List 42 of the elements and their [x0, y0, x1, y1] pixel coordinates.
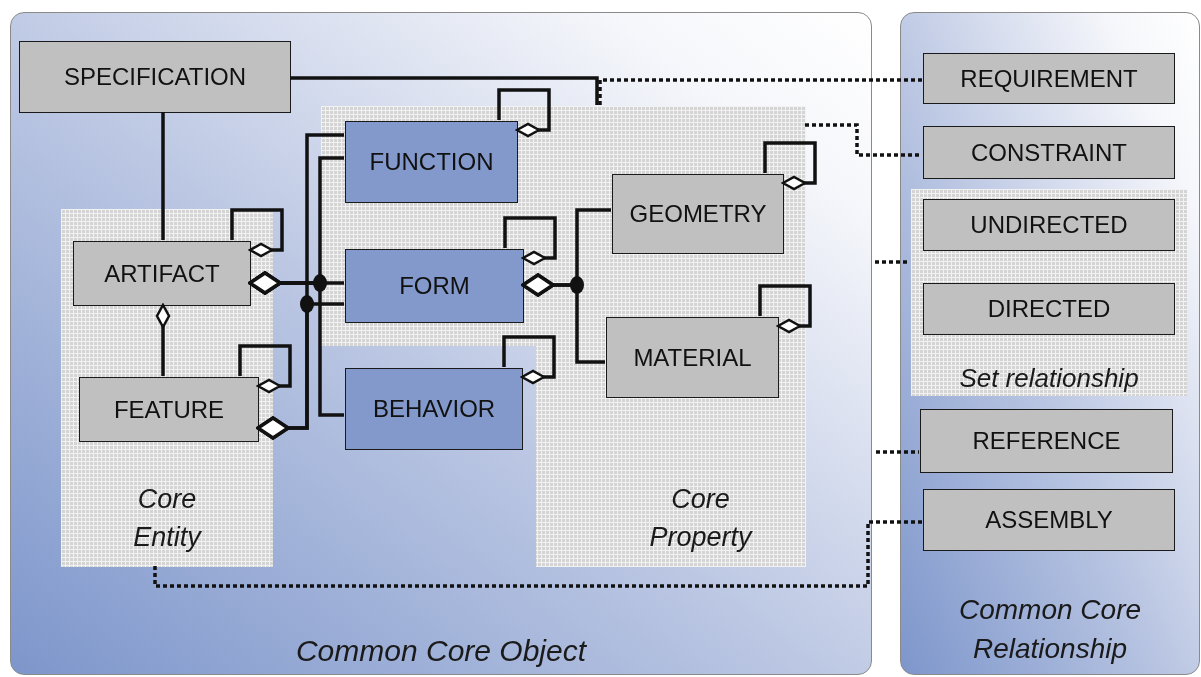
- package-title: Common Core Object: [294, 633, 588, 669]
- self-loop-connector: [238, 344, 292, 394]
- group-title: Core Property: [648, 483, 754, 555]
- class-box: BEHAVIOR: [345, 368, 523, 450]
- class-box: UNDIRECTED: [923, 199, 1175, 251]
- self-loop-connector: [497, 88, 551, 138]
- class-box: FEATURE: [79, 377, 259, 442]
- dotted-connector: [805, 123, 922, 157]
- group-region: [911, 189, 1187, 396]
- class-box: REQUIREMENT: [923, 53, 1175, 104]
- class-box: ARTIFACT: [73, 241, 251, 306]
- package-panel: [10, 12, 872, 675]
- class-box: FORM: [345, 249, 524, 323]
- connector-line: [155, 303, 171, 376]
- self-loop-connector: [230, 208, 284, 258]
- group-title: Set relationship: [958, 361, 1140, 395]
- group-region: [61, 209, 273, 567]
- self-loop-connector: [503, 216, 557, 266]
- dotted-connector: [875, 260, 910, 264]
- class-box: REFERENCE: [920, 409, 1173, 473]
- connector-line: [256, 302, 344, 440]
- group-region: [321, 106, 806, 567]
- class-box: DIRECTED: [923, 283, 1175, 335]
- connector-line: [161, 112, 165, 240]
- self-loop-connector: [758, 284, 812, 334]
- connector-line: [248, 271, 344, 417]
- connector-line: [290, 76, 599, 105]
- class-box: CONSTRAINT: [923, 126, 1175, 179]
- class-box: GEOMETRY: [612, 174, 784, 254]
- self-loop-connector: [763, 141, 817, 191]
- dotted-connector: [598, 78, 922, 105]
- dotted-connector: [153, 520, 922, 588]
- package-title: Common Core Relationship: [957, 592, 1143, 666]
- class-box: SPECIFICATION: [19, 41, 291, 113]
- self-loop-connector: [502, 335, 556, 385]
- group-title: Core Entity: [132, 483, 203, 555]
- class-box: MATERIAL: [606, 317, 779, 398]
- class-box: FUNCTION: [345, 121, 518, 203]
- connector-line: [521, 273, 605, 364]
- class-box: ASSEMBLY: [923, 489, 1175, 551]
- package-panel: [900, 12, 1200, 675]
- dotted-connector: [876, 450, 919, 454]
